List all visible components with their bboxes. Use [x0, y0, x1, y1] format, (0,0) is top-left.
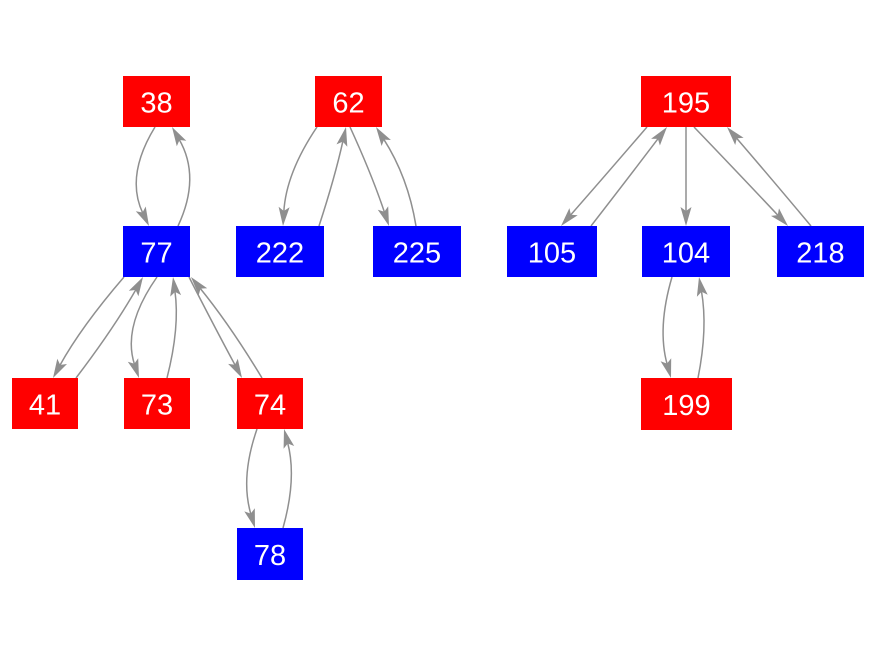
edge-77-to-38 [177, 138, 191, 227]
arrowhead-105-to-195 [651, 127, 667, 146]
node-77-label: 77 [140, 238, 172, 270]
node-195: 195 [641, 76, 731, 127]
arrowhead-225-to-62 [376, 127, 391, 146]
node-78-box [237, 528, 303, 580]
node-38-label: 38 [140, 88, 172, 120]
edge-77-to-74 [188, 276, 237, 367]
node-225: 225 [373, 226, 461, 277]
node-62: 62 [315, 76, 382, 127]
arrowhead-74-to-77 [191, 277, 208, 296]
node-199: 199 [641, 378, 732, 430]
edge-225-to-62 [382, 138, 417, 227]
arrowhead-62-to-225 [377, 206, 389, 226]
node-225-box [373, 226, 461, 277]
node-62-label: 62 [332, 88, 364, 120]
node-41-label: 41 [29, 390, 61, 422]
node-218: 218 [777, 226, 864, 277]
node-105-box [507, 226, 597, 277]
node-195-label: 195 [662, 88, 710, 120]
edge-77-to-73 [130, 276, 158, 365]
node-73-label: 73 [141, 390, 173, 422]
arrowhead-195-to-218 [771, 208, 788, 226]
arrowhead-77-to-73 [127, 358, 139, 378]
edge-74-to-78 [245, 428, 258, 515]
node-225-label: 225 [393, 238, 441, 270]
node-41: 41 [12, 378, 78, 429]
node-74-box [237, 378, 303, 429]
arrowhead-77-to-74 [228, 358, 242, 378]
edge-78-to-74 [282, 442, 293, 529]
node-74: 74 [237, 378, 303, 429]
node-78-label: 78 [254, 540, 286, 572]
arrowhead-104-to-199 [660, 358, 672, 378]
node-104: 104 [642, 226, 730, 277]
node-222: 222 [236, 226, 324, 277]
node-73-box [124, 378, 190, 429]
arrowhead-62-to-222 [278, 206, 290, 226]
edge-104-to-199 [662, 276, 673, 365]
node-38-box [123, 76, 190, 127]
edge-74-to-77 [199, 287, 263, 379]
node-195-box [641, 76, 731, 127]
arrowhead-218-to-195 [727, 127, 744, 145]
edge-62-to-225 [349, 126, 386, 213]
edge-73-to-77 [166, 290, 178, 379]
arrowhead-77-to-41 [53, 358, 67, 378]
node-41-box [12, 378, 78, 429]
arrowhead-77-to-38 [172, 127, 187, 147]
edge-195-to-218 [693, 126, 779, 217]
node-78: 78 [237, 528, 303, 580]
edge-38-to-77 [135, 126, 156, 214]
node-105-label: 105 [528, 238, 576, 270]
arrowhead-74-to-78 [244, 508, 255, 528]
arrowhead-199-to-104 [696, 277, 708, 297]
arrowhead-38-to-77 [135, 206, 149, 226]
edge-195-to-105 [569, 126, 648, 216]
arrowhead-222-to-62 [336, 127, 348, 147]
node-104-label: 104 [662, 238, 710, 270]
arrowhead-73-to-77 [170, 277, 182, 297]
node-77-box [123, 226, 190, 277]
node-62-box [315, 76, 382, 127]
edge-62-to-222 [283, 126, 318, 213]
edge-41-to-77 [75, 288, 137, 379]
edge-222-to-62 [318, 140, 344, 227]
node-222-box [236, 226, 324, 277]
edge-105-to-195 [590, 137, 660, 227]
arrowhead-195-to-105 [561, 208, 578, 226]
arrowhead-195-to-104 [680, 207, 692, 226]
node-77: 77 [123, 226, 190, 277]
edge-218-to-195 [735, 137, 812, 227]
node-38: 38 [123, 76, 190, 127]
edge-77-to-41 [59, 276, 125, 367]
node-73: 73 [124, 378, 190, 429]
node-74-label: 74 [254, 390, 286, 422]
arrowhead-78-to-74 [283, 429, 295, 449]
node-218-box [777, 226, 864, 277]
node-218-label: 218 [796, 238, 844, 270]
node-199-box [641, 378, 732, 430]
node-222-label: 222 [256, 238, 304, 270]
node-199-label: 199 [662, 390, 710, 422]
arrowhead-41-to-77 [128, 277, 143, 297]
node-104-box [642, 226, 730, 277]
node-105: 105 [507, 226, 597, 277]
edge-199-to-104 [697, 290, 705, 379]
